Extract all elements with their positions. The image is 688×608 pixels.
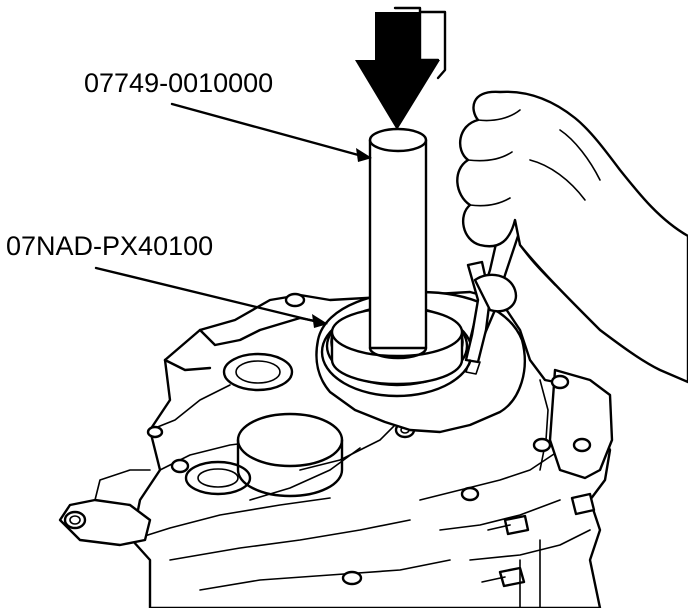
right-housing xyxy=(481,368,614,608)
case-boss xyxy=(236,412,344,498)
driver-shaft xyxy=(368,127,428,360)
down-arrow-icon xyxy=(355,6,447,130)
callout-upper-tool: 07749-0010000 xyxy=(84,68,274,98)
callout-lower-tool: 07NAD-PX40100 xyxy=(6,231,214,261)
hand-icon xyxy=(456,90,688,384)
leader-lines xyxy=(94,102,372,328)
left-mounting-flange xyxy=(58,469,152,547)
